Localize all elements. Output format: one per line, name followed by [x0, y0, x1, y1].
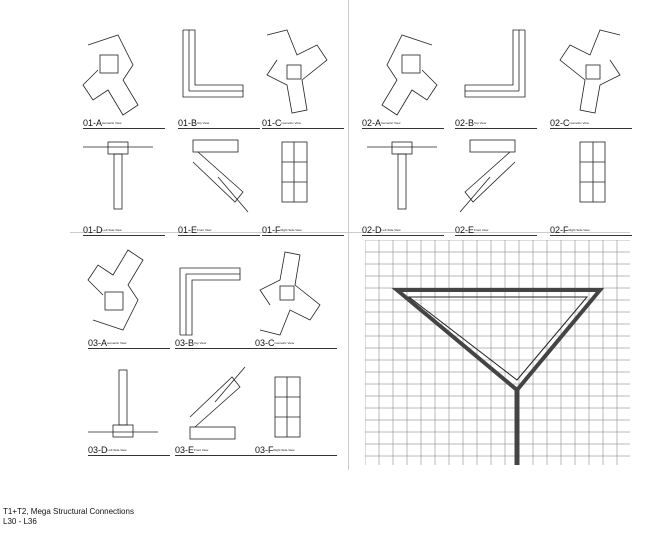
view-type: Left Side View: [381, 228, 401, 232]
view-type: Isometric View: [381, 121, 401, 125]
view-type: Top View: [197, 121, 210, 125]
view-id: 01-F: [262, 225, 281, 235]
view-type: Isometric View: [281, 121, 301, 125]
view-drawing-02-D: [367, 141, 437, 210]
view-id: 02-C: [550, 118, 570, 128]
view-id: 02-B: [455, 118, 475, 128]
view-type: Right Side View: [568, 228, 590, 232]
view-type: Front View: [194, 448, 209, 452]
view-type: Isometric View: [569, 121, 589, 125]
view-drawing-03-E: [189, 366, 246, 440]
view-type: Isometric View: [274, 341, 294, 345]
view-type: Front View: [474, 228, 489, 232]
view-id: 03-D: [88, 445, 108, 455]
view-label: 01-BTop View: [178, 118, 260, 129]
view-type: Right Side View: [273, 448, 295, 452]
view-id: 01-A: [83, 118, 103, 128]
view-id: 03-A: [88, 338, 108, 348]
view-drawing-01-F: [281, 141, 308, 203]
view-label: 02-BTop View: [455, 118, 537, 129]
view-type: Isometric View: [107, 341, 127, 345]
view-id: 02-A: [362, 118, 382, 128]
view-type: Front View: [197, 228, 212, 232]
view-label: 02-FRight Side View: [550, 225, 632, 236]
view-label: 03-CIsometric View: [255, 338, 337, 349]
view-drawing-03-A: [87, 249, 144, 331]
quadrant-divider-vertical: [348, 0, 349, 470]
view-id: 02-F: [550, 225, 569, 235]
view-label: 03-EFront View: [175, 445, 257, 456]
view-drawing-01-A: [82, 34, 139, 116]
caption-levels: L30 - L36: [3, 517, 37, 526]
view-label: 02-AIsometric View: [362, 118, 444, 129]
view-label: 02-DLeft Side View: [362, 225, 444, 236]
view-label: 03-AIsometric View: [88, 338, 170, 349]
view-type: Isometric View: [102, 121, 122, 125]
sheet-caption: T1+T2, Mega Structural Connections L30 -…: [3, 507, 134, 527]
view-id: 01-E: [178, 225, 198, 235]
view-type: Left Side View: [102, 228, 122, 232]
view-label: 01-AIsometric View: [83, 118, 165, 129]
view-type: Top View: [474, 121, 487, 125]
view-id: 03-B: [175, 338, 195, 348]
view-drawing-01-D: [83, 141, 153, 210]
view-label: 03-FRight Side View: [255, 445, 337, 456]
view-id: 02-E: [455, 225, 475, 235]
view-id: 01-D: [83, 225, 103, 235]
view-drawing-02-E: [459, 139, 516, 213]
view-drawing-03-B: [179, 267, 241, 336]
view-label: 03-DLeft Side View: [88, 445, 170, 456]
elevation-drawing: [365, 240, 630, 465]
view-label: 02-CIsometric View: [550, 118, 632, 129]
view-drawing-03-C: [259, 251, 321, 336]
view-drawing-02-F: [579, 141, 606, 203]
view-id: 03-C: [255, 338, 275, 348]
quadrant-divider-horizontal: [70, 232, 630, 233]
view-drawing-02-B: [464, 29, 526, 98]
view-type: Left Side View: [107, 448, 127, 452]
view-label: 03-BTop View: [175, 338, 257, 349]
view-id: 01-C: [262, 118, 282, 128]
view-drawing-02-A: [381, 34, 438, 116]
view-drawing-01-B: [182, 29, 244, 98]
view-drawing-02-C: [559, 29, 621, 114]
view-type: Top View: [194, 341, 207, 345]
view-label: 01-CIsometric View: [262, 118, 344, 129]
view-type: Right Side View: [280, 228, 302, 232]
view-drawing-01-C: [266, 29, 328, 114]
view-drawing-03-F: [274, 376, 301, 438]
view-drawing-01-E: [192, 139, 249, 213]
caption-title: T1+T2, Mega Structural Connections: [3, 507, 134, 516]
view-id: 03-F: [255, 445, 274, 455]
view-label: 01-FRight Side View: [262, 225, 344, 236]
view-id: 03-E: [175, 445, 195, 455]
view-id: 02-D: [362, 225, 382, 235]
view-label: 01-EFront View: [178, 225, 260, 236]
view-label: 02-EFront View: [455, 225, 537, 236]
view-label: 01-DLeft Side View: [83, 225, 165, 236]
view-id: 01-B: [178, 118, 198, 128]
view-drawing-03-D: [88, 369, 158, 438]
